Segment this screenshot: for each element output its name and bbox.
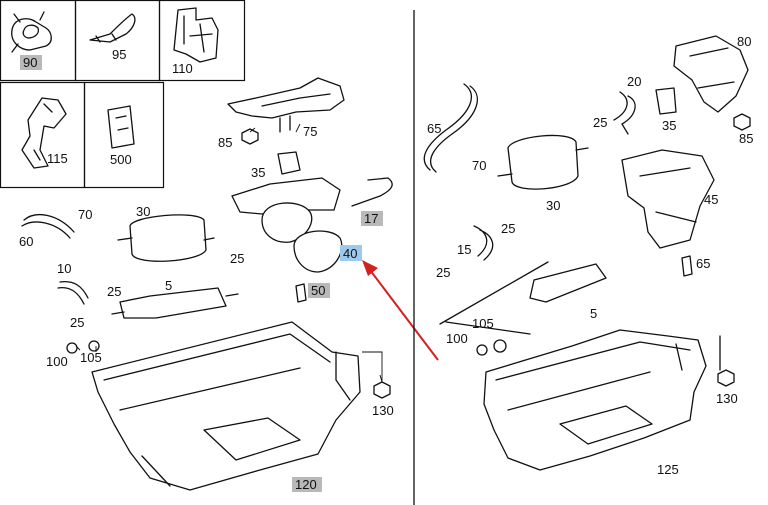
label-80: 80 <box>737 34 751 49</box>
label-15: 15 <box>457 242 471 257</box>
pump-5-right-part <box>529 263 607 303</box>
pump-5-part <box>119 287 227 319</box>
label-25-c: 25 <box>70 315 84 330</box>
inset-boxes: 90 95 110 115 500 <box>0 0 246 189</box>
hose-15-part <box>473 225 494 261</box>
label-65-bolt: 65 <box>696 256 710 271</box>
label-45: 45 <box>704 192 718 207</box>
hose-20-part <box>613 91 636 135</box>
label-85-right: 85 <box>739 131 753 146</box>
nut-85-right-part <box>733 113 751 131</box>
strap-part <box>261 202 313 243</box>
filter-30-right-part <box>507 134 579 190</box>
label-95: 95 <box>112 47 126 62</box>
washer-105-right-part <box>493 339 507 353</box>
label-125: 125 <box>657 462 679 477</box>
cushion-35-right-part <box>655 87 677 115</box>
nut-85-part <box>241 128 259 145</box>
label-40: 40 <box>343 246 357 261</box>
hose-10-part <box>57 280 89 305</box>
label-25-a: 25 <box>230 251 244 266</box>
clamp-115-part <box>21 97 67 169</box>
bracket-upper-part <box>231 177 341 215</box>
left-diagram <box>21 77 393 491</box>
nut-130-right-part <box>717 369 735 387</box>
label-130: 130 <box>372 403 394 418</box>
label-35-right: 35 <box>662 118 676 133</box>
highlight-arrow <box>362 260 439 361</box>
plate-500-part <box>107 105 135 149</box>
bracket-75-part <box>227 77 345 119</box>
label-30-right: 30 <box>546 198 560 213</box>
label-35: 35 <box>251 165 265 180</box>
hose-17-part <box>351 177 393 207</box>
nut-130-part <box>373 381 391 399</box>
label-10: 10 <box>57 261 71 276</box>
label-30: 30 <box>136 204 150 219</box>
clip-90-part <box>11 11 52 53</box>
cable-tie-95-part <box>89 13 136 43</box>
filter-30-part <box>129 214 207 262</box>
label-25-right-c: 25 <box>436 265 450 280</box>
label-130-right: 130 <box>716 391 738 406</box>
bracket-110-part <box>173 7 219 63</box>
label-20: 20 <box>627 74 641 89</box>
bolt-50-part <box>295 283 307 303</box>
right-diagram <box>423 35 751 471</box>
label-70-right: 70 <box>472 158 486 173</box>
label-25-right-a: 25 <box>593 115 607 130</box>
label-110: 110 <box>172 61 193 76</box>
label-85: 85 <box>218 135 232 150</box>
label-75: 75 <box>303 124 317 139</box>
label-105: 105 <box>80 350 102 365</box>
washer-105-part <box>88 340 100 352</box>
tank-125-part <box>483 329 707 471</box>
label-500: 500 <box>110 152 132 167</box>
nut-100-right-part <box>476 344 488 356</box>
label-100: 100 <box>46 354 68 369</box>
label-25-right-b: 25 <box>501 221 515 236</box>
cushion-35-part <box>277 151 301 175</box>
label-50: 50 <box>311 283 325 298</box>
tank-120-part <box>91 321 361 491</box>
hose-65-part <box>423 83 478 173</box>
label-120: 120 <box>295 477 317 492</box>
label-65: 65 <box>427 121 441 136</box>
label-17: 17 <box>364 211 378 226</box>
nut-100-part <box>66 342 78 354</box>
label-60: 60 <box>19 234 33 249</box>
label-90: 90 <box>23 55 37 70</box>
bolt-65-part <box>681 255 693 277</box>
label-5: 5 <box>165 278 172 293</box>
hose-60-part <box>21 214 75 239</box>
label-5-right: 5 <box>590 306 597 321</box>
label-25-b: 25 <box>107 284 121 299</box>
label-105-right: 105 <box>472 316 494 331</box>
bracket-45-part <box>621 149 715 249</box>
label-115: 115 <box>47 151 68 166</box>
label-100-right: 100 <box>446 331 468 346</box>
clamp-40-part <box>293 230 343 273</box>
label-70: 70 <box>78 207 92 222</box>
